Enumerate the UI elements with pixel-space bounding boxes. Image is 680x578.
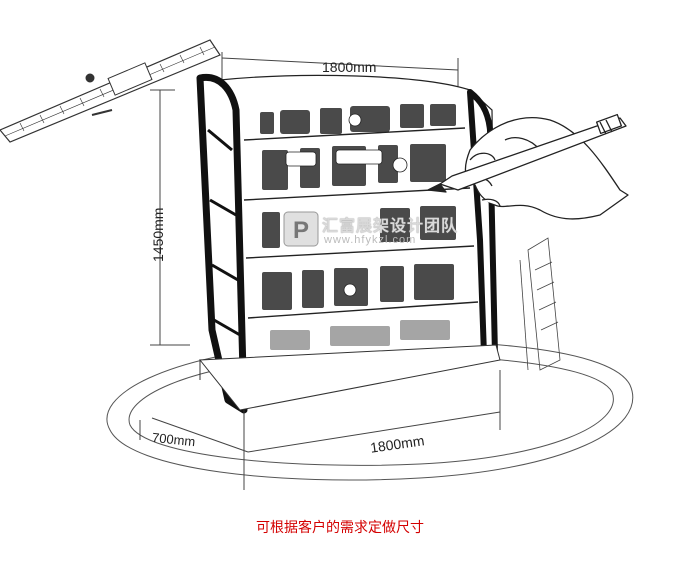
dimension-top-width: 1800mm [322,59,377,75]
watermark-url: www.hfykzl.com [324,234,417,246]
caption-text: 可根据客户的需求定做尺寸 [256,520,424,536]
dimension-height: 1450mm [150,207,166,262]
watermark-logo: P [283,211,319,247]
ruler-sketch [0,39,221,143]
hand-drawing-sketch [427,113,629,220]
watermark-logo-letter: P [293,217,309,244]
watermark-brand: 汇富展架设计团队 [322,218,459,235]
watermark: 汇富展架设计团队 www.hfykzl.com [282,208,472,252]
dimension-lines [139,52,501,490]
ruler-sketch-right [519,237,561,371]
display-shelf [196,73,501,420]
